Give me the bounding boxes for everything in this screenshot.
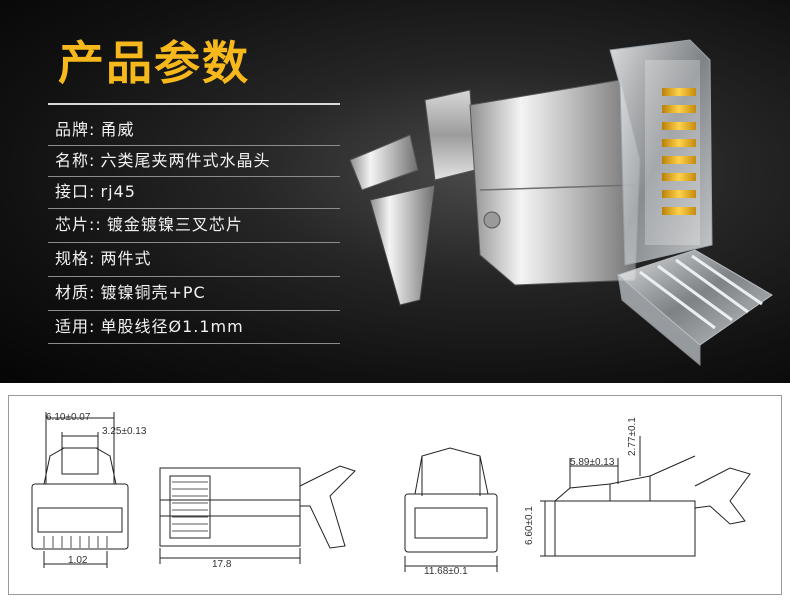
spec-label: 适用: — [55, 317, 96, 336]
spec-row-interface: 接口: rj45 — [55, 177, 345, 207]
spec-label: 品牌: — [55, 120, 96, 139]
product-banner: 产品参数 品牌: 甬威 名称: 六类尾夹两件式水晶头 接口: rj45 芯片::… — [0, 0, 790, 383]
spec-divider — [48, 208, 340, 209]
spec-label: 规格: — [55, 249, 96, 268]
spec-value: 两件式 — [100, 249, 152, 268]
spec-divider — [48, 343, 340, 344]
latch-view — [540, 436, 751, 557]
spec-value: 镀镍铜壳+PC — [100, 283, 206, 302]
spec-divider — [48, 242, 340, 243]
page-title: 产品参数 — [58, 36, 250, 90]
connector-product-image — [349, 39, 773, 367]
dim-body-height: 6.60±0.1 — [524, 506, 535, 545]
spec-label: 名称: — [55, 151, 96, 170]
front-view — [31, 412, 129, 568]
spec-label: 材质: — [55, 283, 96, 302]
side-view — [159, 465, 356, 564]
load-bar-insert — [616, 249, 773, 367]
spec-row-spec: 规格: 两件式 — [55, 244, 345, 274]
spec-value: 镀金镀镍三叉芯片 — [106, 215, 243, 234]
dim-body-width: 11.68±0.1 — [424, 566, 468, 577]
dimension-drawing — [31, 412, 751, 572]
dim-pin-pitch: 1.02 — [68, 555, 88, 566]
dim-width-total: 6.10±0.07 — [46, 412, 91, 423]
spec-value: 单股线径Ø1.1mm — [100, 317, 244, 336]
gold-contacts — [662, 88, 696, 215]
spec-row-name: 名称: 六类尾夹两件式水晶头 — [55, 146, 345, 176]
spec-divider — [48, 310, 340, 311]
spec-divider — [48, 176, 340, 177]
dim-pitch-span: 3.25±0.13 — [102, 426, 147, 437]
spec-label: 接口: — [55, 182, 96, 201]
spec-divider — [48, 276, 340, 277]
spec-divider — [48, 145, 340, 146]
spec-value: 甬威 — [100, 120, 135, 139]
spec-value: rj45 — [100, 182, 136, 201]
title-divider — [48, 103, 340, 105]
spec-label: 芯片:: — [55, 215, 102, 234]
spec-row-brand: 品牌: 甬威 — [55, 115, 345, 145]
technical-drawing-area — [0, 383, 790, 606]
spec-row-material: 材质: 镀镍铜壳+PC — [55, 278, 345, 308]
dim-length: 17.8 — [212, 559, 232, 570]
rear-view — [404, 447, 498, 572]
dim-latch-height: 2.77±0.1 — [627, 417, 638, 456]
drawing-frame — [8, 395, 782, 595]
spec-value: 六类尾夹两件式水晶头 — [100, 151, 271, 170]
dim-latch-offset: 5.89±0.13 — [570, 457, 615, 468]
spec-row-usage: 适用: 单股线径Ø1.1mm — [55, 312, 345, 342]
spec-row-chip: 芯片:: 镀金镀镍三叉芯片 — [55, 210, 345, 240]
